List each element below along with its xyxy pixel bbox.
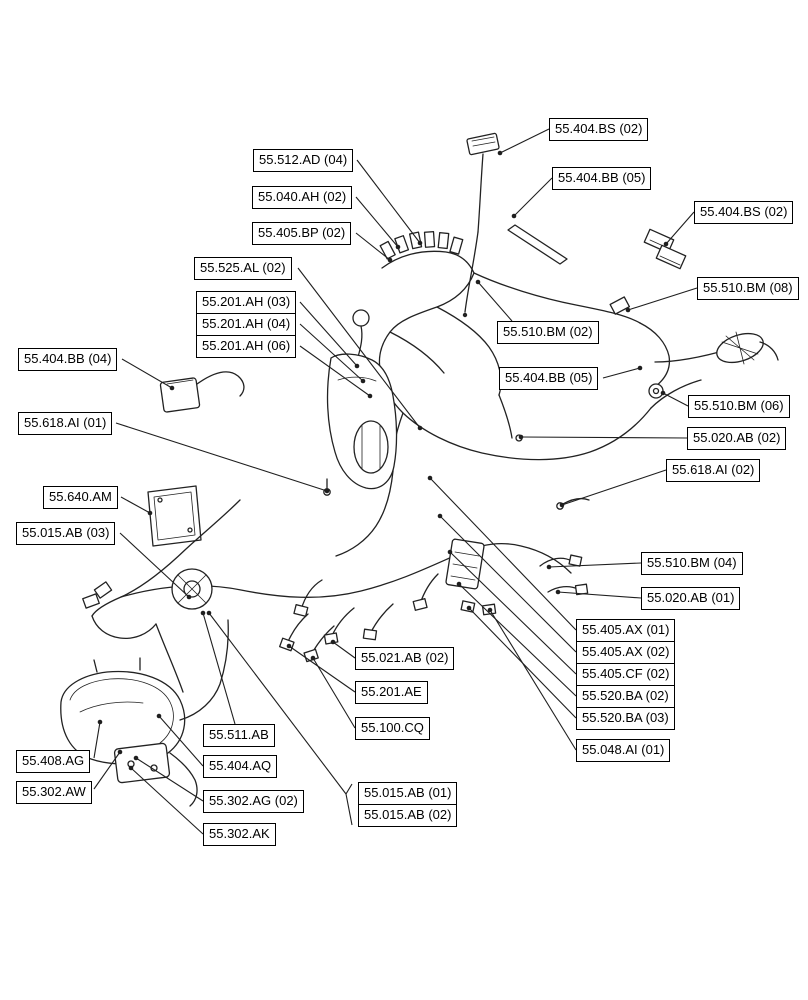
part-label-55-510-bm-08[interactable]: 55.510.BM (08)	[697, 277, 799, 301]
part-label-55-201-ah-06[interactable]: 55.201.AH (06)	[196, 335, 297, 359]
part-label-55-405-cf-02[interactable]: 55.405.CF (02)	[576, 663, 676, 687]
part-label-55-302-ak[interactable]: 55.302.AK	[203, 823, 276, 847]
part-label-55-405-bp-02[interactable]: 55.405.BP (02)	[252, 222, 352, 246]
headlamp-assembly	[60, 619, 229, 807]
part-label-55-404-bb-05[interactable]: 55.404.BB (05)	[499, 367, 599, 391]
part-label-55-015-ab-03[interactable]: 55.015.AB (03)	[16, 522, 116, 546]
part-label-55-302-aw[interactable]: 55.302.AW	[16, 781, 92, 805]
part-label-55-048-ai-01[interactable]: 55.048.AI (01)	[576, 739, 671, 763]
part-label-55-302-ag-02[interactable]: 55.302.AG (02)	[203, 790, 304, 814]
alternator	[171, 568, 213, 610]
part-label-55-404-bs-02[interactable]: 55.404.BS (02)	[549, 118, 649, 142]
part-label-55-520-ba-03[interactable]: 55.520.BA (03)	[576, 707, 675, 731]
part-label-55-404-aq[interactable]: 55.404.AQ	[203, 755, 278, 779]
comb-connector-cluster	[379, 231, 475, 274]
part-label-55-201-ae[interactable]: 55.201.AE	[355, 681, 428, 705]
part-label-55-510-bm-04[interactable]: 55.510.BM (04)	[641, 552, 743, 576]
part-label-55-404-bs-02[interactable]: 55.404.BS (02)	[694, 201, 794, 225]
upper-harness	[378, 272, 641, 396]
part-label-55-405-ax-02[interactable]: 55.405.AX (02)	[576, 641, 676, 665]
part-label-55-021-ab-02[interactable]: 55.021.AB (02)	[355, 647, 455, 671]
mount-plate	[147, 485, 202, 547]
relay-box	[445, 538, 485, 590]
part-label-55-405-ax-01[interactable]: 55.405.AX (01)	[576, 619, 676, 643]
part-label-55-618-ai-02[interactable]: 55.618.AI (02)	[666, 459, 761, 483]
part-label-55-100-cq[interactable]: 55.100.CQ	[355, 717, 430, 741]
lower-harness	[82, 499, 572, 693]
main-harness-loop	[335, 368, 702, 557]
part-label-55-640-am[interactable]: 55.640.AM	[43, 486, 118, 510]
part-label-55-618-ai-01[interactable]: 55.618.AI (01)	[18, 412, 113, 436]
part-label-55-520-ba-02[interactable]: 55.520.BA (02)	[576, 685, 675, 709]
part-label-55-510-bm-06[interactable]: 55.510.BM (06)	[688, 395, 790, 419]
part-label-55-404-bb-05[interactable]: 55.404.BB (05)	[552, 167, 652, 191]
part-label-55-015-ab-01[interactable]: 55.015.AB (01)	[358, 782, 458, 806]
part-label-55-020-ab-02[interactable]: 55.020.AB (02)	[687, 427, 787, 451]
part-label-55-404-bb-04[interactable]: 55.404.BB (04)	[18, 348, 118, 372]
right-connector-pair	[643, 228, 687, 270]
steering-connector-fan	[716, 331, 779, 365]
part-label-55-510-bm-02[interactable]: 55.510.BM (02)	[497, 321, 599, 345]
part-label-55-020-ab-01[interactable]: 55.020.AB (01)	[641, 587, 741, 611]
part-label-55-201-ah-03[interactable]: 55.201.AH (03)	[196, 291, 297, 315]
left-connector-part	[159, 371, 245, 413]
strip-blade	[507, 224, 568, 265]
part-label-55-512-ad-04[interactable]: 55.512.AD (04)	[253, 149, 354, 173]
top-connector-assembly	[462, 132, 500, 318]
part-label-55-511-ab[interactable]: 55.511.AB	[203, 724, 275, 748]
part-label-55-201-ah-04[interactable]: 55.201.AH (04)	[196, 313, 297, 337]
part-label-55-040-ah-02[interactable]: 55.040.AH (02)	[252, 186, 353, 210]
center-console	[326, 353, 398, 490]
part-label-55-015-ab-02[interactable]: 55.015.AB (02)	[358, 804, 458, 828]
part-label-55-525-al-02[interactable]: 55.525.AL (02)	[194, 257, 292, 281]
part-label-55-408-ag[interactable]: 55.408.AG	[16, 750, 91, 774]
leader-lines	[93, 128, 698, 835]
